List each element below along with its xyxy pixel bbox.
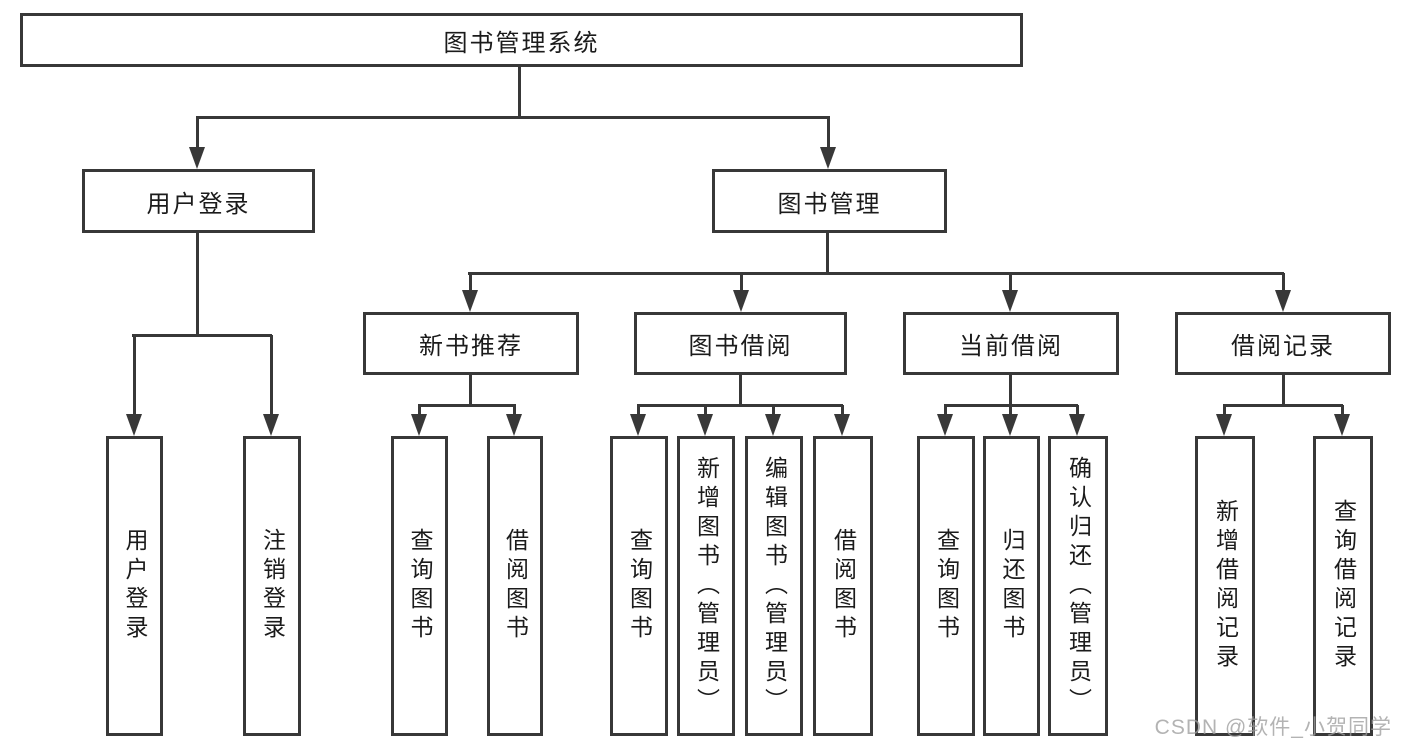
connector-line	[739, 374, 742, 406]
leaf-label: 用户登录	[122, 528, 148, 644]
node-label: 图书借阅	[688, 333, 793, 360]
leaf-label: 查询借阅记录	[1330, 499, 1357, 673]
arrow-down-icon	[506, 414, 522, 436]
leaf-borrow-books-recommend: 借阅图书	[487, 436, 543, 736]
node-user-login: 用户登录	[82, 169, 315, 233]
arrow-down-icon	[765, 414, 781, 436]
connector-line	[133, 335, 136, 420]
watermark: CSDN @软件_小贺同学	[1154, 716, 1392, 739]
leaf-label: 确认归还（管理员）	[1065, 455, 1092, 717]
connector-line	[740, 273, 743, 296]
connector-line	[1223, 405, 1226, 420]
arrow-down-icon	[1002, 290, 1018, 312]
connector-line	[944, 405, 947, 420]
leaf-label: 新增图书（管理员）	[693, 455, 720, 717]
connector-line	[270, 335, 273, 420]
connector-line	[196, 233, 199, 337]
connector-line	[418, 405, 421, 420]
connector-line	[196, 117, 199, 153]
leaf-label: 注销登录	[259, 528, 286, 644]
arrow-down-icon	[1275, 290, 1291, 312]
leaf-add-borrow-record: 新增借阅记录	[1195, 436, 1255, 736]
leaf-query-borrow-record: 查询借阅记录	[1313, 436, 1373, 736]
leaf-add-book-admin: 新增图书（管理员）	[677, 436, 735, 736]
arrow-down-icon	[937, 414, 953, 436]
arrow-down-icon	[1334, 414, 1350, 436]
connector-line	[132, 334, 272, 337]
connector-line	[196, 116, 830, 119]
arrow-down-icon	[697, 414, 713, 436]
leaf-label: 查询图书	[626, 528, 653, 644]
arrow-down-icon	[1069, 414, 1085, 436]
node-library-system: 图书管理系统	[20, 13, 1023, 67]
arrow-down-icon	[820, 147, 836, 169]
arrow-down-icon	[630, 414, 646, 436]
connector-line	[469, 273, 472, 296]
leaf-label: 新增借阅记录	[1212, 499, 1239, 673]
leaf-label: 借阅图书	[502, 528, 529, 644]
connector-line	[1009, 374, 1012, 406]
leaf-label: 借阅图书	[830, 528, 857, 644]
arrow-down-icon	[834, 414, 850, 436]
arrow-down-icon	[733, 290, 749, 312]
leaf-label: 编辑图书（管理员）	[761, 455, 788, 717]
node-new-book-recommend: 新书推荐	[363, 312, 579, 375]
connector-line	[1341, 405, 1344, 420]
leaf-user-login: 用户登录	[106, 436, 163, 736]
connector-line	[637, 405, 640, 420]
arrow-down-icon	[462, 290, 478, 312]
node-label: 借阅记录	[1231, 333, 1335, 360]
node-book-borrow: 图书借阅	[634, 312, 847, 375]
connector-line	[518, 66, 521, 118]
node-borrow-records: 借阅记录	[1175, 312, 1391, 375]
arrow-down-icon	[263, 414, 279, 436]
node-book-management: 图书管理	[712, 169, 947, 233]
node-label: 新书推荐	[419, 333, 523, 360]
leaf-logout: 注销登录	[243, 436, 301, 736]
leaf-query-books-current: 查询图书	[917, 436, 975, 736]
arrow-down-icon	[411, 414, 427, 436]
leaf-borrow-books: 借阅图书	[813, 436, 873, 736]
leaf-query-books-recommend: 查询图书	[391, 436, 448, 736]
connector-line	[1009, 405, 1012, 420]
node-label: 图书管理	[777, 190, 882, 218]
leaf-label: 查询图书	[933, 528, 960, 644]
connector-line	[1282, 273, 1285, 296]
node-label: 当前借阅	[959, 333, 1063, 360]
leaf-confirm-return-admin: 确认归还（管理员）	[1048, 436, 1108, 736]
connector-line	[513, 405, 516, 420]
arrow-down-icon	[1002, 414, 1018, 436]
node-label: 图书管理系统	[443, 29, 600, 57]
arrow-down-icon	[1216, 414, 1232, 436]
connector-line	[772, 405, 775, 420]
arrow-down-icon	[126, 414, 142, 436]
connector-line	[827, 117, 830, 153]
connector-line	[469, 374, 472, 406]
leaf-edit-book-admin: 编辑图书（管理员）	[745, 436, 803, 736]
connector-line	[841, 405, 844, 420]
leaf-label: 查询图书	[407, 528, 433, 644]
connector-line	[704, 405, 707, 420]
connector-line	[468, 272, 1284, 275]
connector-line	[1282, 374, 1285, 406]
connector-line	[1076, 405, 1079, 420]
connector-line	[826, 233, 829, 274]
leaf-label: 归还图书	[999, 528, 1025, 644]
connector-line	[1009, 273, 1012, 296]
arrow-down-icon	[189, 147, 205, 169]
node-label: 用户登录	[146, 190, 251, 218]
leaf-return-book: 归还图书	[983, 436, 1040, 736]
leaf-query-books-borrow: 查询图书	[610, 436, 668, 736]
connector-line	[418, 404, 516, 407]
node-current-borrow: 当前借阅	[903, 312, 1119, 375]
